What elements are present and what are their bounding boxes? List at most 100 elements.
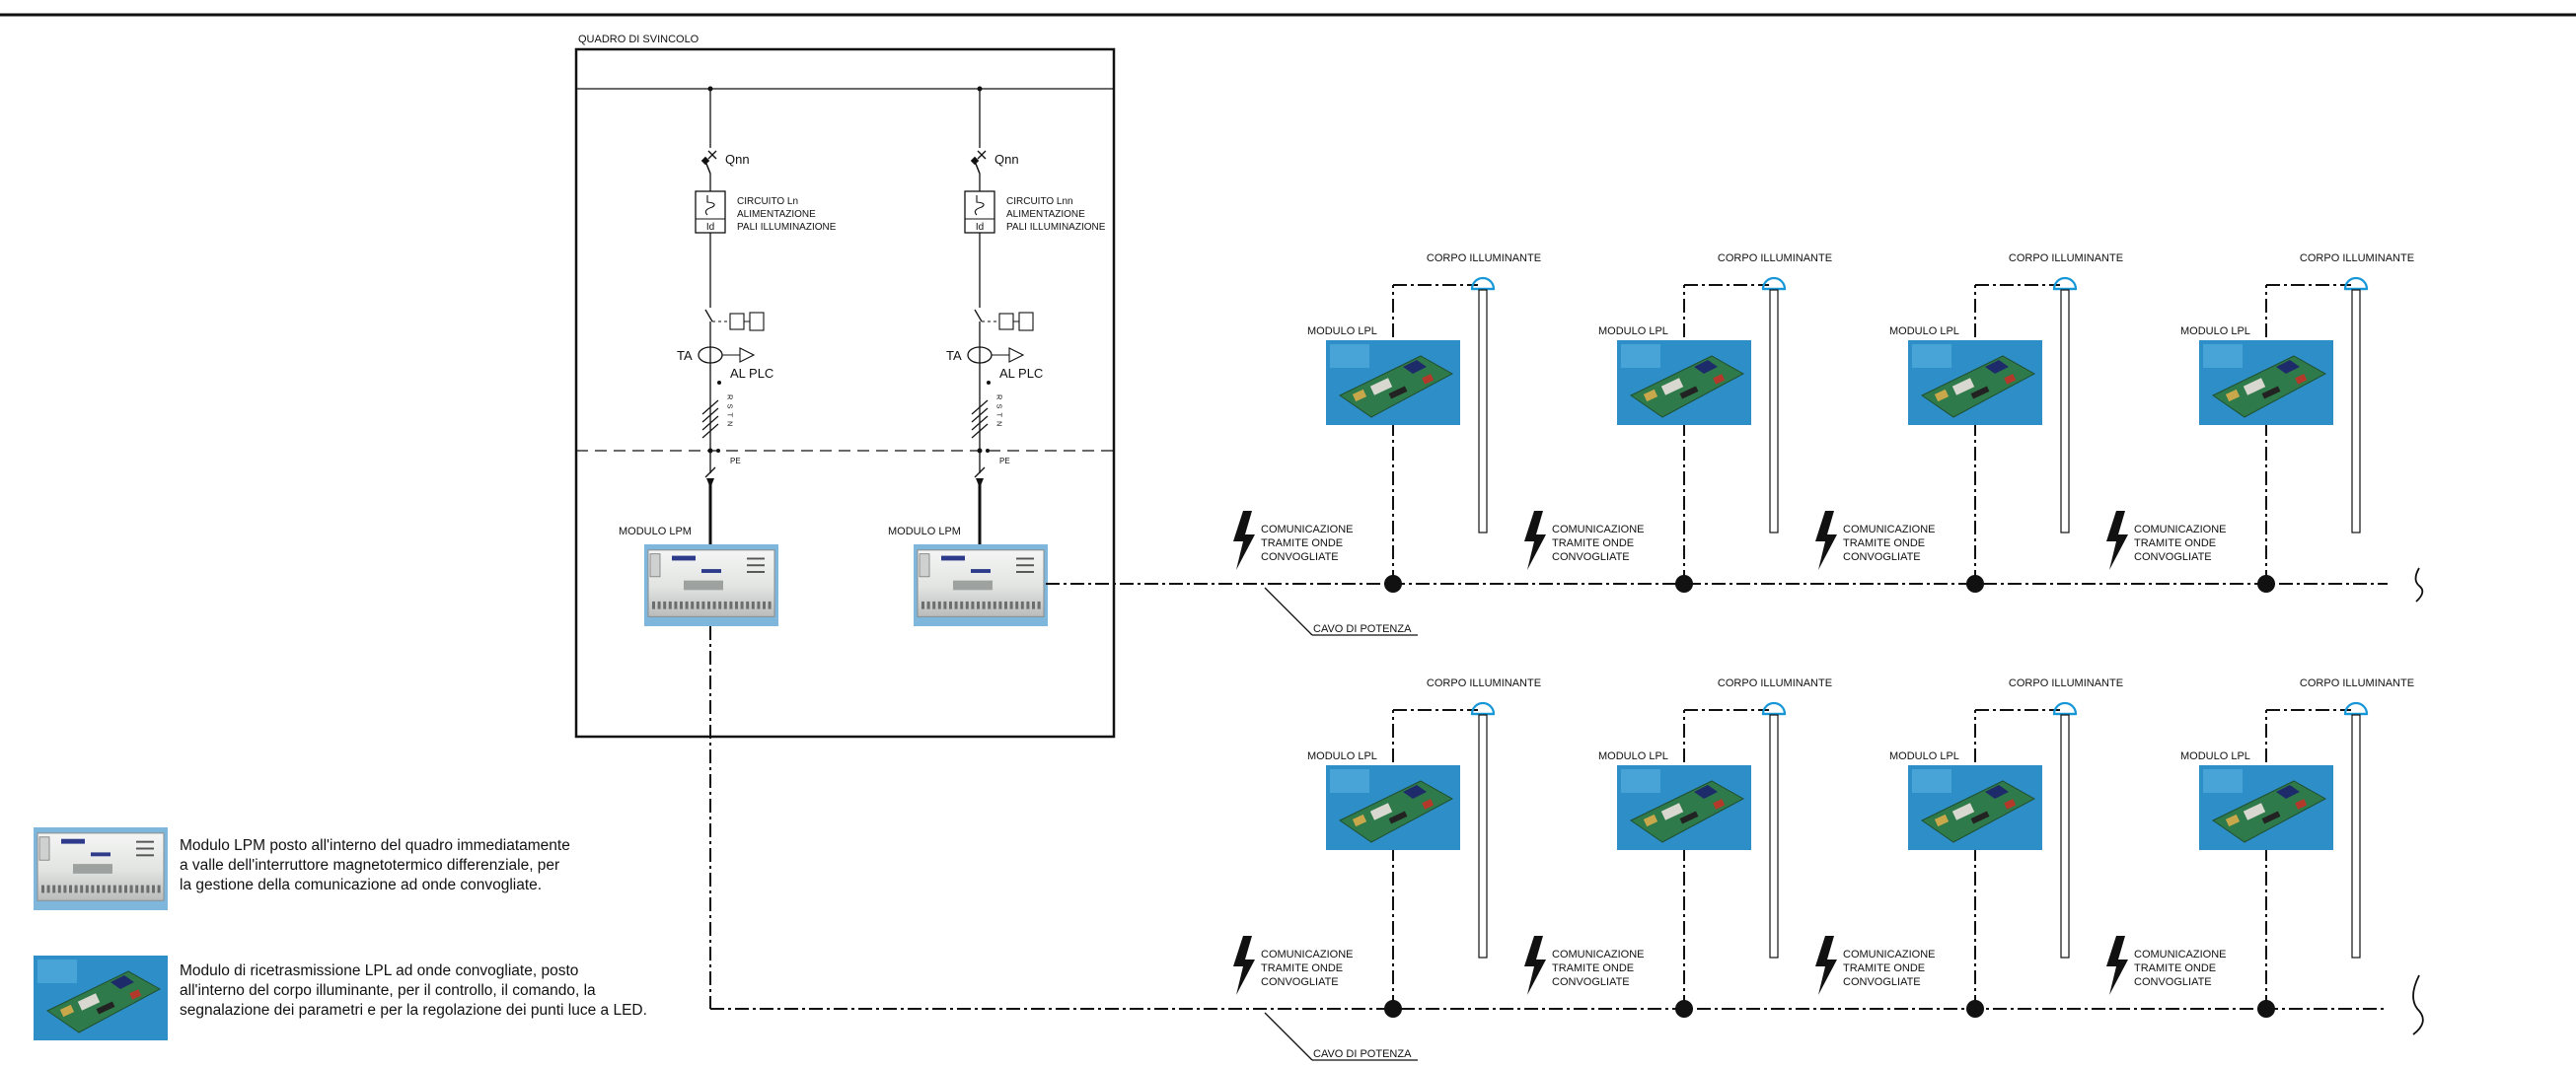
breaker-label: Qnn [994,152,1019,167]
communication-text: COMUNICAZIONE [1261,949,1354,960]
differential-block-icon [695,190,726,234]
corpo-label: CORPO ILLUMINANTE [2009,677,2123,689]
lpl-module-photo [1326,765,1460,850]
contactor-coil-icon [998,313,1014,330]
differential-label: Id [706,222,714,233]
aux-dot [717,381,721,385]
corpo-label: CORPO ILLUMINANTE [1427,252,1541,264]
ta-arrow-icon [1008,347,1025,363]
pole-shaft [1769,289,1779,534]
breaker-blade [975,163,981,175]
corpo-label: CORPO ILLUMINANTE [1718,677,1832,689]
lightning-icon [1233,511,1255,570]
lightning-icon [1233,936,1255,995]
communication-text: TRAMITE ONDE [1552,962,1634,974]
pe-junction [977,448,983,454]
corpo-label: CORPO ILLUMINANTE [2300,252,2414,264]
panel-frame [574,47,1116,739]
cable-leader [1264,587,1313,636]
lightning-icon [1524,511,1546,570]
circuit-line2: ALIMENTAZIONE [1006,209,1085,220]
breaker-contact-icon [970,156,980,166]
communication-text: TRAMITE ONDE [1843,537,1925,549]
pe-dot [986,449,990,453]
pole-shaft [1769,714,1779,959]
cable-leader [1264,1012,1313,1061]
lpl-label: MODULO LPL [1598,750,1668,762]
lamp-head-icon [1761,276,1787,291]
differential-curve-icon [974,195,985,216]
phase-letters: R S T N [726,394,735,427]
phase-mark [701,423,719,439]
lpl-label: MODULO LPL [2180,325,2250,337]
communication-text: COMUNICAZIONE [1552,524,1645,535]
lightning-icon [1524,936,1546,995]
phase-mark [971,407,989,423]
communication-text: TRAMITE ONDE [2134,962,2216,974]
contactor-blade [974,309,983,322]
lightning-icon [2106,511,2128,570]
breaker-contact-icon [700,156,710,166]
communication-text: COMUNICAZIONE [1552,949,1645,960]
circuit-line3: PALI ILLUMINAZIONE [737,222,837,233]
ta-label: TA [946,348,962,363]
corpo-label: CORPO ILLUMINANTE [1427,677,1541,689]
phase-mark [971,423,989,439]
communication-text: CONVOGLIATE [1843,976,1921,988]
lpm-module-photo [34,827,168,910]
phase-mark [971,415,989,431]
phase-letters: R S T N [995,394,1004,427]
contactor-blade [704,309,713,322]
communication-text: COMUNICAZIONE [1261,524,1354,535]
communication-text: COMUNICAZIONE [1843,949,1936,960]
differential-curve-icon [704,195,715,216]
pole-shaft [1478,289,1488,534]
breaker-label: Qnn [725,152,750,167]
lpl-module-photo [2199,765,2333,850]
circuit-name: CIRCUITO Ln [737,196,798,207]
legend-lpl-description: Modulo di ricetrasmissione LPL ad onde c… [180,962,647,1019]
pole-shaft [1478,714,1488,959]
lpl-label: MODULO LPL [1307,750,1377,762]
circuit-line2: ALIMENTAZIONE [737,209,816,220]
relay-box-icon [749,312,765,331]
pe-label: PE [999,457,1010,465]
communication-text: TRAMITE ONDE [1552,537,1634,549]
lpl-label: MODULO LPL [1598,325,1668,337]
cable-label: CAVO DI POTENZA [1313,1048,1412,1060]
pole-shaft [2060,289,2070,534]
lpl-module-photo [34,956,168,1040]
lamp-head-icon [1470,701,1496,716]
ta-label: TA [677,348,693,363]
pe-label: PE [730,457,741,465]
breaker-cross-b [707,150,717,160]
pole-shaft [2060,714,2070,959]
pe-dot [716,449,720,453]
cable-end-icon [2414,567,2424,603]
circuit-line3: PALI ILLUMINAZIONE [1006,222,1106,233]
communication-text: CONVOGLIATE [2134,551,2212,563]
circuit-name: CIRCUITO Lnn [1006,196,1073,207]
lightning-icon [1815,511,1837,570]
lamp-head-icon [1470,276,1496,291]
lpl-module-photo [2199,340,2333,425]
phase-mark [971,399,989,415]
communication-text: CONVOGLIATE [1552,551,1630,563]
lpm-module-photo [914,544,1048,626]
pe-junction [707,448,713,454]
pole-shaft [2351,714,2361,959]
lpl-label: MODULO LPL [1889,325,1959,337]
phase-mark [701,415,719,431]
lpl-module-photo [1617,340,1751,425]
differential-label: Id [976,222,984,233]
